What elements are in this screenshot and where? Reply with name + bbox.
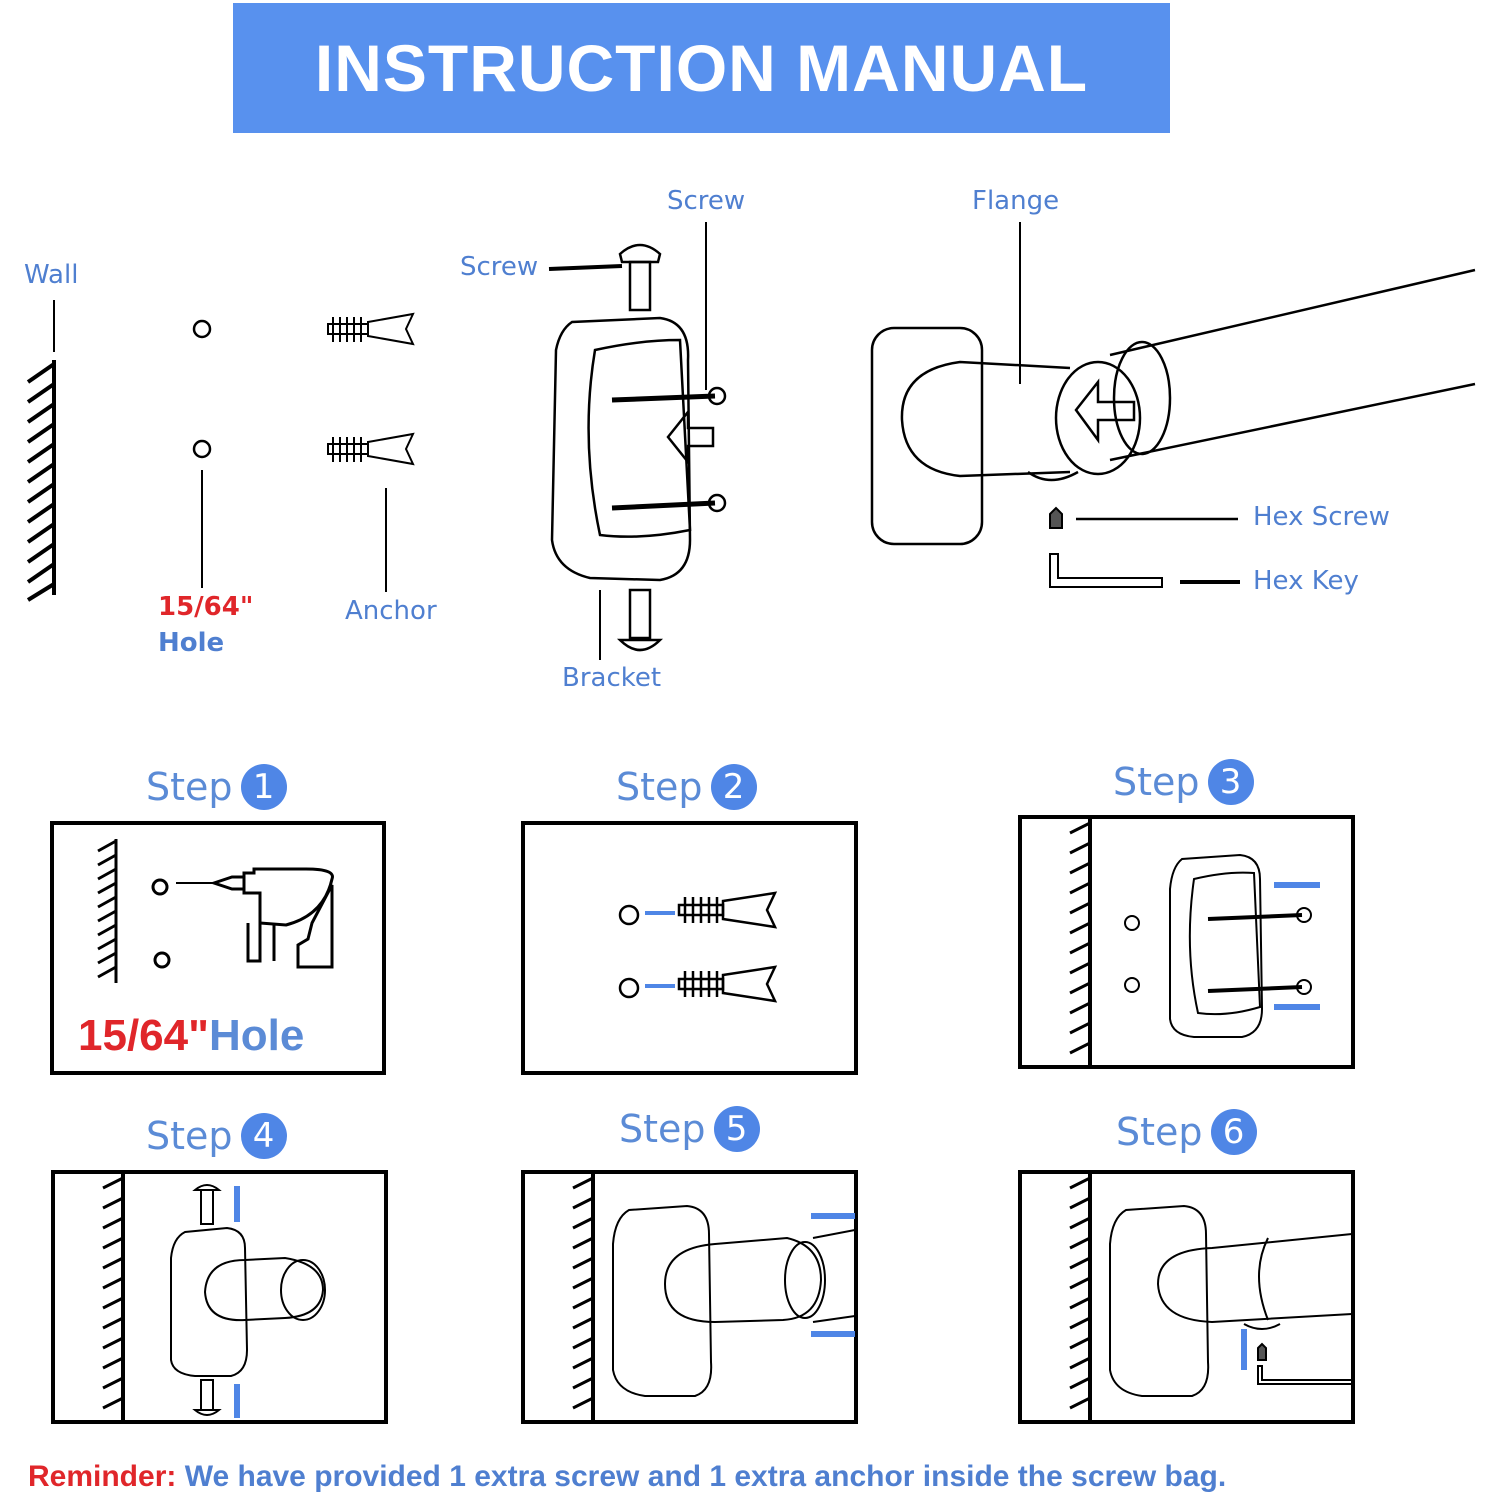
hex-screw-icon xyxy=(1049,506,1238,529)
wall-label: Wall xyxy=(24,260,79,290)
hole-size-label: 15/64" xyxy=(158,592,254,622)
step-word: Step xyxy=(616,765,703,809)
arrow-left-icon xyxy=(645,911,675,988)
wall-icon xyxy=(26,300,56,602)
step-number-badge: 5 xyxy=(713,1106,760,1152)
bracket-mount-icon xyxy=(1069,819,1320,1069)
step-5-panel xyxy=(521,1170,858,1424)
title-banner: INSTRUCTION MANUAL xyxy=(233,3,1170,133)
step-4-panel xyxy=(51,1170,388,1424)
step-number-badge: 2 xyxy=(710,764,757,810)
bracket-label: Bracket xyxy=(562,663,662,693)
page-title: INSTRUCTION MANUAL xyxy=(314,31,1089,105)
screw-label-left: Screw xyxy=(460,252,539,282)
flange-screw-icon xyxy=(102,1174,326,1424)
hex-key-label: Hex Key xyxy=(1253,566,1359,596)
flange-icon xyxy=(870,222,1476,546)
drill-icon xyxy=(97,839,334,983)
step-2-panel xyxy=(521,821,858,1075)
hole-size-value: 15/64" xyxy=(78,1011,209,1060)
reminder-text: We have provided 1 extra screw and 1 ext… xyxy=(176,1460,1227,1493)
hole-size-text: 15/64"Hole xyxy=(78,1011,304,1061)
step-6-panel xyxy=(1018,1170,1355,1424)
step-word: Step xyxy=(1113,760,1200,804)
reminder-label: Reminder: xyxy=(28,1460,177,1493)
step-1-panel: 15/64"Hole xyxy=(50,821,386,1075)
parts-diagram xyxy=(26,222,1476,660)
step-number-badge: 4 xyxy=(240,1113,287,1159)
anchor-label: Anchor xyxy=(345,596,437,626)
step-word: Step xyxy=(1116,1110,1203,1154)
step-number-badge: 1 xyxy=(240,764,287,810)
anchor-icon xyxy=(327,312,415,592)
step-number-badge: 3 xyxy=(1207,759,1254,805)
hole-word: Hole xyxy=(208,1011,305,1060)
grab-bar-insert-icon xyxy=(572,1174,855,1424)
anchor-insert-icon xyxy=(618,891,778,1003)
hex-tighten-icon xyxy=(1069,1174,1352,1424)
screw-label-top: Screw xyxy=(667,186,746,216)
flange-label: Flange xyxy=(972,186,1060,216)
hole-icon xyxy=(192,319,212,588)
hex-screw-label: Hex Screw xyxy=(1253,502,1390,532)
step-word: Step xyxy=(146,1114,233,1158)
step-word: Step xyxy=(619,1107,706,1151)
step-3-panel xyxy=(1018,815,1355,1069)
bracket-icon xyxy=(548,222,727,660)
step-word: Step xyxy=(146,765,233,809)
hole-label: Hole xyxy=(158,628,225,658)
step-number-badge: 6 xyxy=(1210,1109,1257,1155)
reminder-note: Reminder: We have provided 1 extra screw… xyxy=(28,1460,1226,1494)
hex-key-icon xyxy=(1049,553,1240,588)
